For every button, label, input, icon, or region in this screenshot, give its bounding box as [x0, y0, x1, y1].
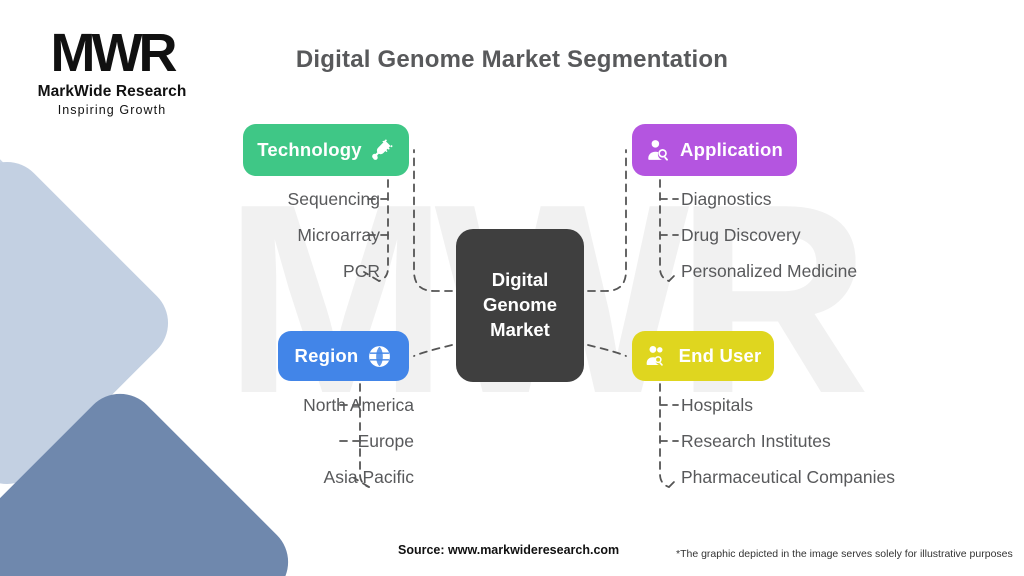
dna-syringe-icon	[371, 138, 395, 162]
list-item[interactable]: Europe	[357, 431, 414, 451]
connector-technology-trunk	[378, 179, 389, 282]
connector-enduser-item-2	[668, 477, 679, 488]
list-item[interactable]: Personalized Medicine	[681, 261, 858, 281]
branch-node-application[interactable]: Application	[632, 124, 797, 176]
page-title: Digital Genome Market Segmentation	[295, 46, 729, 73]
person-search-icon	[646, 138, 671, 163]
list-item[interactable]: Hospitals	[681, 395, 753, 415]
brand-logo: MWR MarkWide Research Inspiring Growth	[22, 23, 202, 118]
connector-technology-item-2	[363, 271, 380, 282]
branch-node-technology[interactable]: Technology	[243, 124, 409, 176]
brand-tagline: Inspiring Growth	[57, 103, 167, 118]
list-item[interactable]: Research Institutes	[681, 431, 831, 451]
connector-center-application	[587, 149, 627, 292]
footer-disclaimer: *The graphic depicted in the image serve…	[676, 548, 1013, 560]
logo-mark-icon: MWR	[50, 23, 178, 83]
connector-center-region	[413, 344, 453, 357]
branch-node-enduser-label: End User	[678, 345, 762, 366]
people-search-icon	[645, 344, 670, 369]
list-item[interactable]: Drug Discovery	[681, 225, 801, 245]
connector-enduser-trunk	[659, 383, 670, 488]
brand-name: MarkWide Research	[37, 83, 187, 101]
list-item[interactable]: PCR	[343, 261, 380, 281]
list-item[interactable]: North America	[303, 395, 414, 415]
connector-center-technology	[413, 149, 453, 292]
connector-region-item-2	[353, 477, 370, 488]
branch-node-enduser[interactable]: End User	[632, 331, 774, 381]
list-item[interactable]: Asia Pacific	[323, 467, 414, 487]
branch-node-region-label: Region	[294, 345, 359, 366]
branch-node-region[interactable]: Region	[278, 331, 409, 381]
list-item[interactable]: Sequencing	[287, 189, 380, 209]
connector-center-enduser	[587, 344, 627, 357]
list-item[interactable]: Pharmaceutical Companies	[681, 467, 895, 487]
branch-node-application-label: Application	[680, 139, 783, 160]
globe-icon	[367, 344, 392, 369]
list-item[interactable]: Diagnostics	[681, 189, 772, 209]
sublist-enduser: Hospitals Research Institutes Pharmaceut…	[681, 395, 895, 505]
sublist-technology: Sequencing Microarray PCR	[287, 189, 380, 299]
sublist-application: Diagnostics Drug Discovery Personalized …	[681, 189, 858, 299]
footer-source[interactable]: Source: www.markwideresearch.com	[398, 543, 620, 557]
list-item[interactable]: Microarray	[297, 225, 380, 245]
sublist-region: North America Europe Asia Pacific	[303, 395, 414, 505]
connector-application-trunk	[659, 179, 670, 282]
branch-node-technology-label: Technology	[257, 139, 362, 160]
connector-application-item-2	[668, 271, 679, 282]
